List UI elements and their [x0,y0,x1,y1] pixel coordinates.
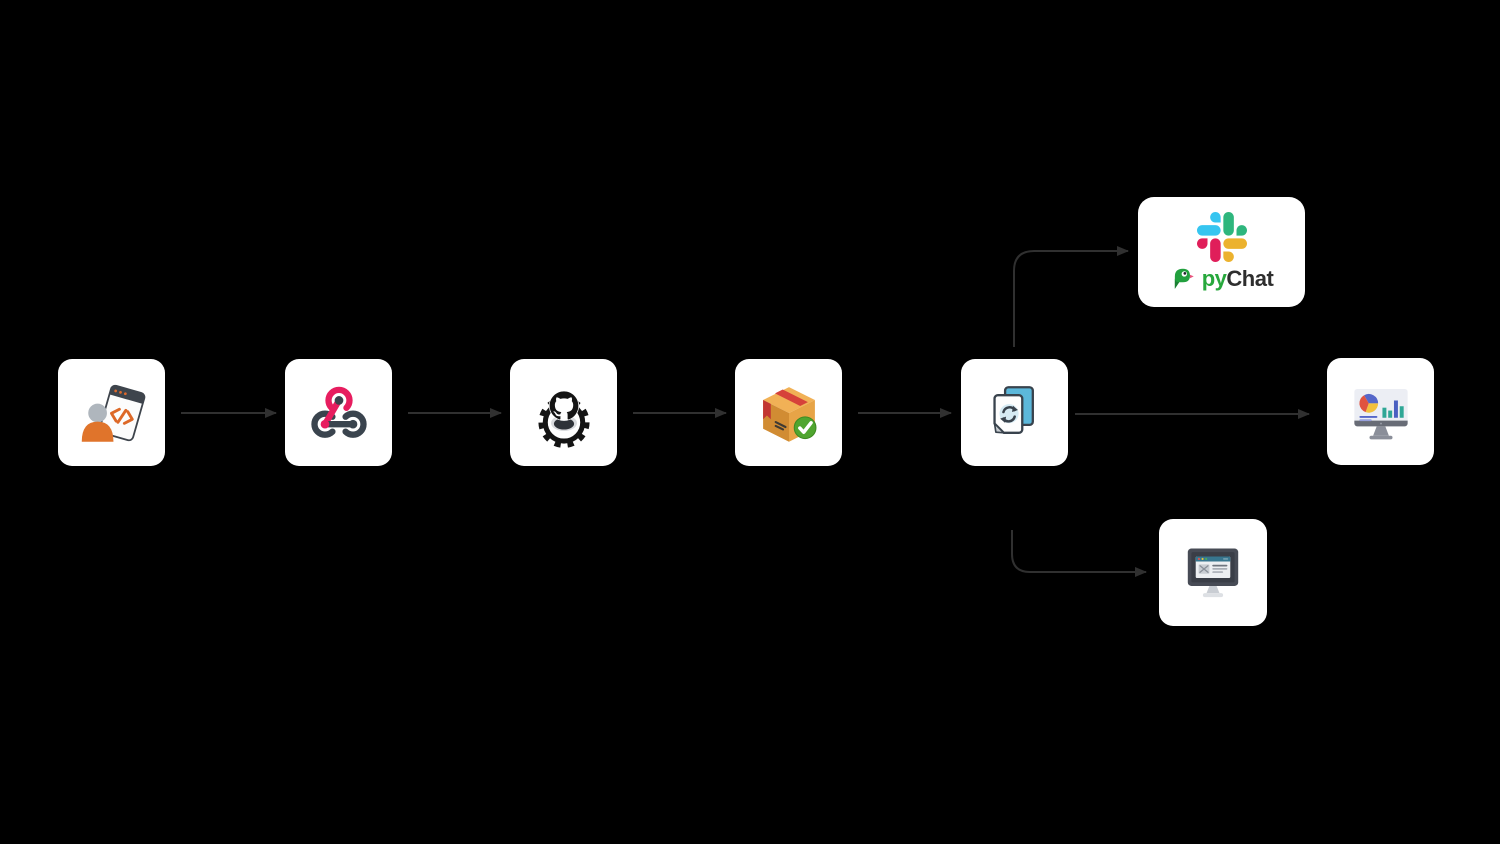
edge-document-sync-slack [1013,246,1129,347]
node-document-sync[interactable] [961,359,1068,466]
node-analytics-dashboard[interactable] [1327,358,1434,465]
webhook-icon [310,386,367,438]
pychat-bird-icon [1174,268,1194,289]
node-package-build[interactable] [735,359,842,466]
github-actions-gear-icon [537,390,590,448]
developer-code-window-icon [81,384,145,442]
pychat-suffix: Chat [1226,265,1274,291]
node-github-actions[interactable] [510,359,617,466]
document-sync-icon [992,385,1034,434]
app-monitor-icon [1187,548,1239,597]
dashboard-monitor-icon [1353,388,1408,439]
pychat-wordmark: pyChat [1201,265,1274,291]
node-webhook[interactable] [285,359,392,466]
package-check-icon [762,386,816,442]
pychat-logo: pyChat [1170,265,1274,292]
slack-icon [1196,212,1247,262]
node-app-window[interactable] [1159,519,1267,626]
pychat-prefix: py [1201,265,1227,291]
edge-document-sync-app [1011,530,1147,577]
node-slack-pychat[interactable]: pyChat [1138,197,1305,307]
node-developer[interactable] [58,359,165,466]
